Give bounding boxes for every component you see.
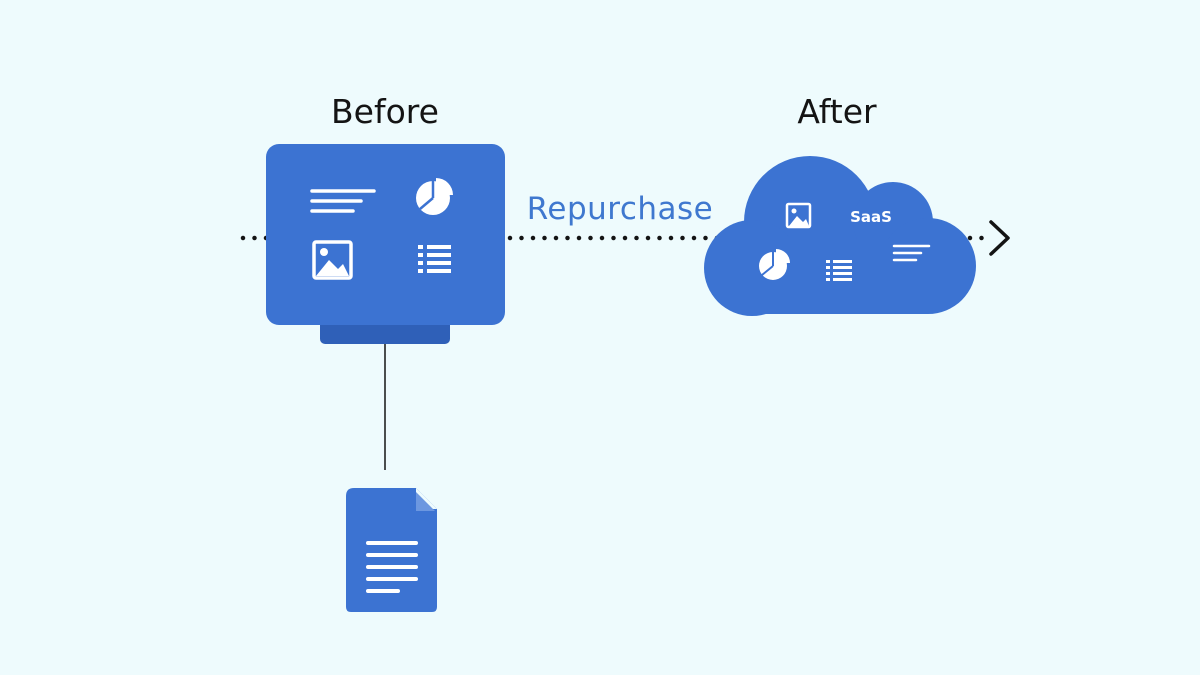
text-lines-icon — [310, 189, 376, 213]
monitor-screen — [266, 144, 505, 325]
document-icon — [346, 488, 437, 612]
before-heading: Before — [331, 92, 439, 131]
repurchase-label: Repurchase — [527, 191, 714, 227]
list-icon — [418, 245, 451, 273]
pie-chart-icon — [759, 249, 790, 280]
saas-label: SaaS — [850, 208, 892, 226]
text-lines-icon — [892, 244, 931, 262]
after-heading: After — [797, 92, 877, 131]
list-icon — [826, 260, 852, 281]
pie-chart-icon — [416, 178, 453, 215]
chevron-right-icon — [989, 220, 1010, 256]
monitor-icon — [266, 144, 505, 344]
image-icon — [785, 202, 812, 229]
image-icon — [312, 240, 353, 280]
cloud-icon: SaaS — [704, 156, 976, 316]
